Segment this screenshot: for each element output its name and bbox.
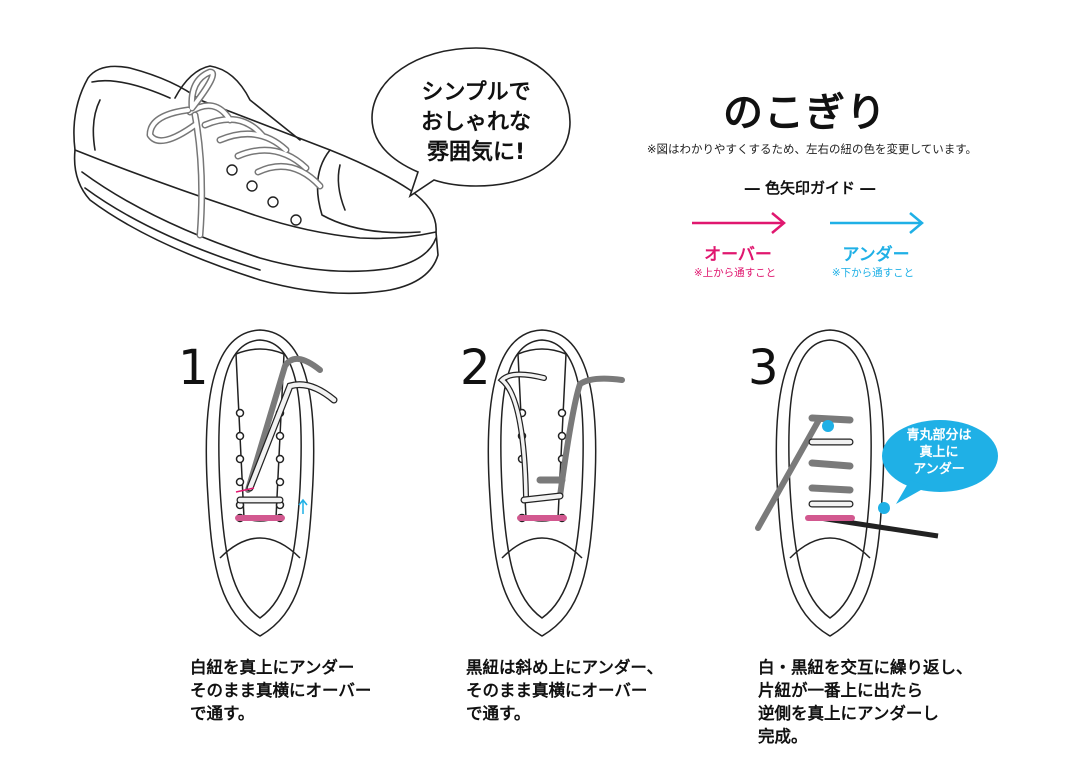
- step-1-line-3: で通す。: [190, 704, 255, 723]
- bubble-line-1: シンプルで: [421, 80, 531, 105]
- step-1-description: 白紐を真上にアンダー そのまま真横にオーバー で通す。: [190, 656, 420, 725]
- bubble-line-3: 雰囲気に!: [426, 140, 526, 165]
- hero-sneaker-illustration: [73, 47, 571, 295]
- step-2-number: 2: [460, 340, 491, 396]
- step-1-line-2: そのまま真横にオーバー: [190, 681, 372, 700]
- step-1-shoe-diagram: [205, 329, 338, 637]
- callout-line-3: アンダー: [913, 462, 965, 477]
- callout-line-2: 真上に: [919, 445, 959, 460]
- step-1-line-1: 白紐を真上にアンダー: [190, 658, 355, 677]
- under-sub-label: ※下から通すこと: [831, 267, 915, 279]
- step-3-number: 3: [748, 340, 779, 396]
- over-arrow-icon: [692, 212, 786, 234]
- color-note: ※図はわかりやすくするため、左右の紐の色を変更しています。: [646, 142, 978, 156]
- step-2-line-3: で通す。: [466, 704, 531, 723]
- step-3-line-4: 完成。: [758, 727, 808, 746]
- over-label: オーバー: [704, 245, 772, 265]
- step-3-line-3: 逆側を真上にアンダーし: [758, 704, 939, 723]
- step-2-shoe-diagram: [487, 329, 625, 637]
- arrow-guide-title: ― 色矢印ガイド ―: [744, 179, 876, 197]
- step-3-line-2: 片紐が一番上に出たら: [758, 681, 923, 700]
- step-3-line-1: 白・黒紐を交互に繰り返し、: [758, 658, 973, 677]
- step-2-line-2: そのまま真横にオーバー: [466, 681, 648, 700]
- callout-text: 青丸部分は 真上に アンダー: [884, 427, 994, 478]
- step-2-description: 黒紐は斜め上にアンダー、 そのまま真横にオーバー で通す。: [466, 656, 726, 725]
- callout-line-1: 青丸部分は: [906, 428, 972, 443]
- blue-callout-bubble: [882, 420, 998, 504]
- step-3-shoe-diagram: [755, 329, 939, 637]
- bubble-line-2: おしゃれな: [420, 110, 531, 135]
- step-3-description: 白・黒紐を交互に繰り返し、 片紐が一番上に出たら 逆側を真上にアンダーし 完成。: [758, 656, 1038, 748]
- under-label: アンダー: [842, 245, 910, 265]
- page-title: のこぎり: [723, 90, 887, 136]
- step-1-number: 1: [178, 340, 209, 396]
- under-arrow-icon: [830, 212, 924, 234]
- speech-bubble-text: シンプルで おしゃれな 雰囲気に!: [378, 78, 574, 168]
- over-sub-label: ※上から通すこと: [693, 267, 777, 279]
- step-2-line-1: 黒紐は斜め上にアンダー、: [466, 658, 664, 677]
